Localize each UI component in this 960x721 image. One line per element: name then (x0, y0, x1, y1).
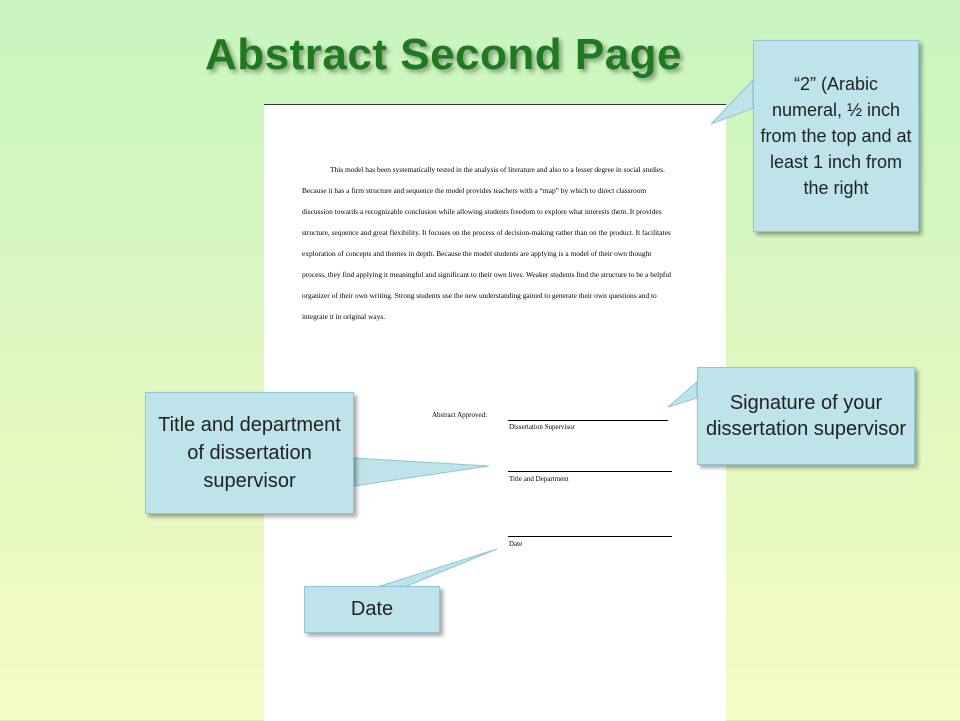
abstract-paragraph: This model has been systematically teste… (302, 165, 672, 321)
supervisor-label: Dissertation Supervisor (509, 423, 575, 431)
supervisor-signature-line (508, 420, 668, 421)
title-department-pointer (353, 457, 490, 487)
page-number-pointer (710, 78, 754, 125)
page-number-callout: “2” (Arabic numeral, ½ inch from the top… (753, 40, 919, 232)
date-pointer (373, 548, 498, 589)
date-label: Date (509, 540, 523, 548)
title-department-callout-text: Title and department of dissertation sup… (158, 414, 341, 492)
slide-title: Abstract Second Page (205, 30, 683, 79)
title-department-line (508, 471, 672, 472)
date-callout-text: Date (350, 598, 394, 620)
signature-pointer (667, 380, 698, 408)
date-callout: Date (304, 586, 440, 633)
title-department-label: Title and Department (509, 475, 569, 483)
date-line (508, 536, 672, 537)
title-department-callout: Title and department of dissertation sup… (145, 392, 354, 514)
signature-callout-text: Signature of your dissertation superviso… (705, 392, 907, 440)
abstract-approved-label: Abstract Approved: (432, 411, 488, 419)
page-number-callout-text: “2” (Arabic numeral, ½ inch from the top… (760, 74, 912, 198)
signature-callout: Signature of your dissertation superviso… (697, 367, 915, 465)
